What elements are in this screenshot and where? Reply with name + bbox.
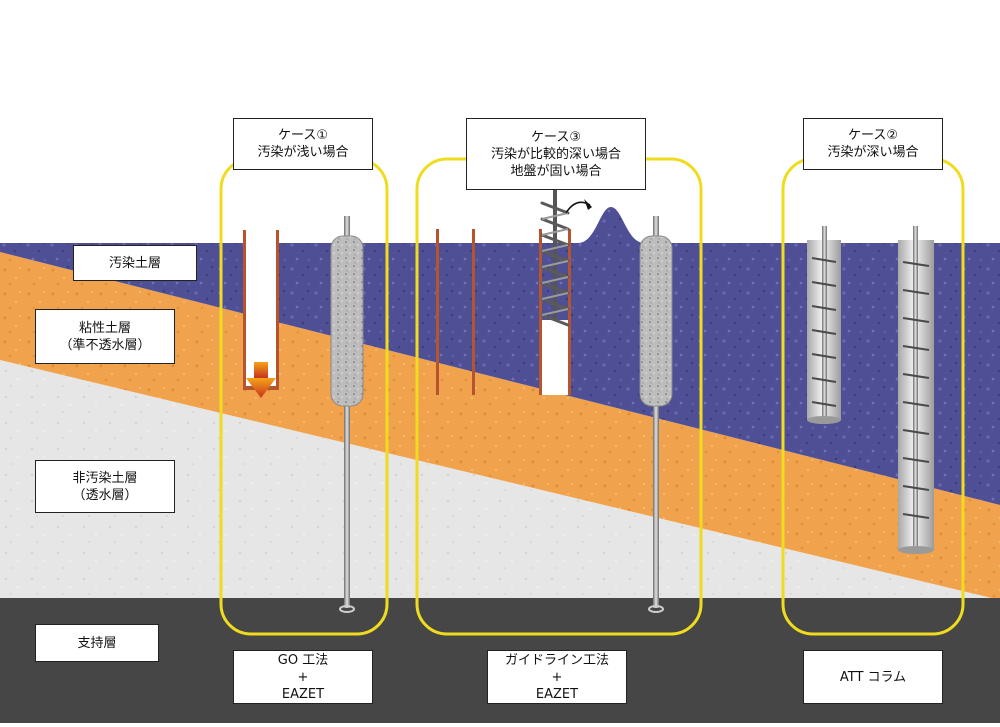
label-contaminated-line1: 汚染土層 (108, 255, 161, 271)
att-column-short (807, 226, 841, 424)
case3-title-line3: 地盤が固い場合 (510, 163, 602, 179)
method3-label: ガイドライン工法 + EAZET (487, 650, 627, 704)
sheet-pile-left (436, 229, 439, 395)
case1-title-line1: ケース① (277, 128, 328, 143)
method1-label: GO 工法 + EAZET (233, 650, 373, 704)
case1-title-line2: 汚染が浅い場合 (257, 145, 349, 160)
method2-line1: ATT コラム (839, 669, 907, 685)
label-noncontaminated-line1: 非汚染土層 (72, 470, 138, 486)
case3-title-line2: 汚染が比較的深い場合 (490, 146, 621, 162)
label-clay-line1: 粘性土層 (78, 320, 131, 336)
case2-title-line1: ケース② (847, 128, 898, 143)
method3-line3: EAZET (535, 686, 579, 702)
att-column-long (898, 226, 934, 554)
label-bearing-layer: 支持層 (35, 624, 159, 662)
method1-line3: EAZET (281, 686, 325, 702)
auger-casing (539, 229, 571, 395)
label-noncontaminated-layer: 非汚染土層 （透水層） (35, 460, 175, 513)
auger-spiral-icon (540, 190, 570, 327)
method3-line1: ガイドライン工法 (504, 652, 609, 668)
spoil-mound (578, 207, 644, 243)
case1-title: ケース① 汚染が浅い場合 (233, 118, 373, 170)
method2-label: ATT コラム (803, 650, 943, 704)
method1-line1: GO 工法 (277, 652, 329, 668)
label-bearing-line1: 支持層 (77, 635, 117, 651)
case2-title-line2: 汚染が深い場合 (827, 145, 919, 160)
curved-arrow-head (584, 199, 592, 210)
down-arrow-icon (246, 362, 276, 398)
eazet-column-3 (639, 216, 673, 613)
eazet-column-1 (330, 216, 364, 613)
case3-title-line1: ケース③ (530, 129, 581, 145)
label-noncontaminated-line2: （透水層） (72, 487, 138, 503)
method3-line2: + (551, 669, 563, 685)
method1-line2: + (297, 669, 309, 685)
case2-title: ケース② 汚染が深い場合 (803, 118, 943, 170)
sheet-pile-right (472, 229, 475, 395)
label-clay-layer: 粘性土層 （準不透水層） (35, 309, 175, 364)
case3-title: ケース③ 汚染が比較的深い場合 地盤が固い場合 (466, 118, 646, 190)
label-clay-line2: （準不透水層） (59, 337, 151, 353)
label-contaminated-layer: 汚染土層 (73, 245, 197, 281)
